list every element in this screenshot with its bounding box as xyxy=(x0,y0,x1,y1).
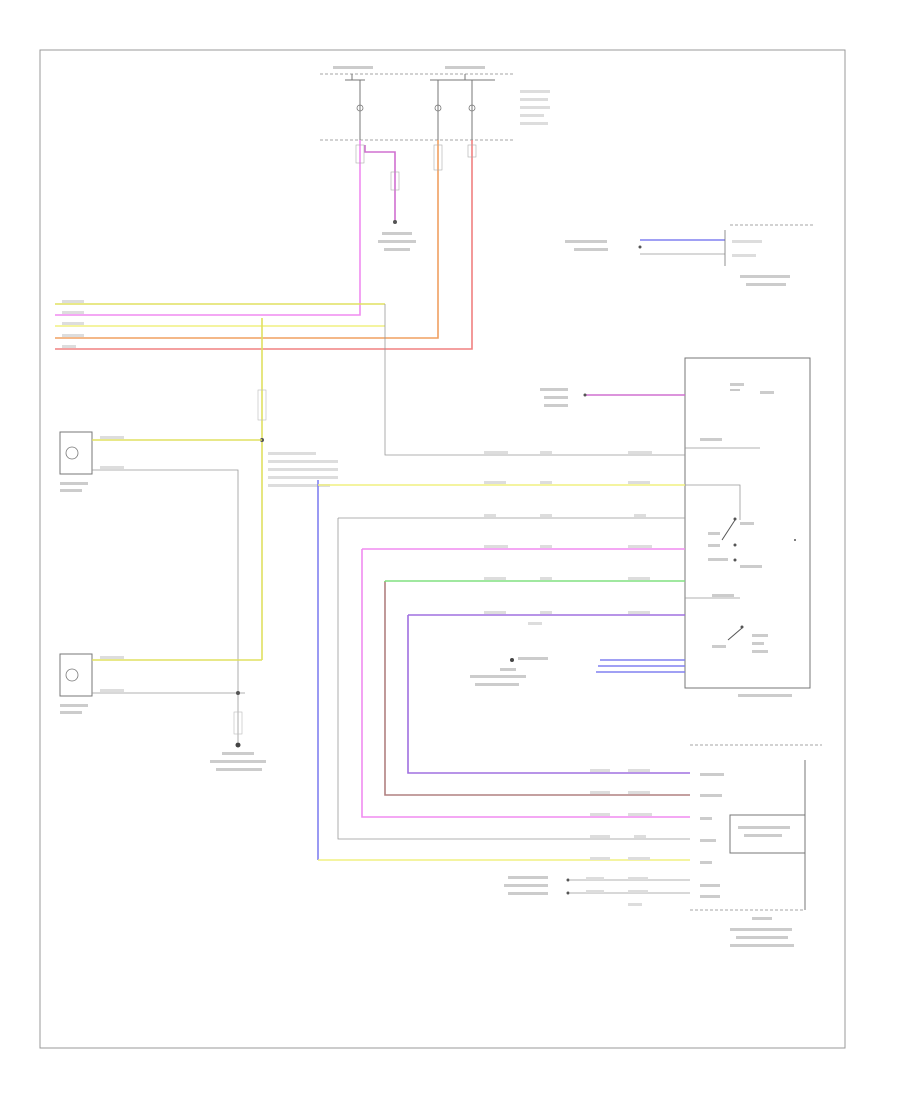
switch-icon xyxy=(727,627,743,641)
fuse-icon xyxy=(434,104,442,112)
connector-icon xyxy=(257,389,267,421)
connector-icon xyxy=(433,144,443,171)
ground-console xyxy=(470,657,685,686)
fuse-block-top xyxy=(320,66,550,141)
instrument-panel-cluster xyxy=(565,224,815,286)
connector-icon xyxy=(638,245,642,249)
connector-icon xyxy=(390,171,400,191)
cluster-bottom-connector xyxy=(504,876,690,906)
purple-wire-2 xyxy=(407,615,690,774)
headlamp-switch xyxy=(684,357,811,697)
fuse-icon xyxy=(356,104,364,112)
multifunction-switch xyxy=(690,744,822,947)
lamp-icon xyxy=(65,446,79,460)
magenta-wire-2 xyxy=(361,549,690,818)
splice-icon xyxy=(393,220,397,224)
connector-icon xyxy=(355,144,365,164)
feed-wire-orange xyxy=(55,140,439,339)
brown-wire xyxy=(384,581,690,796)
connector-icon xyxy=(794,539,796,541)
right-front-lamp xyxy=(59,431,262,693)
switch-icon xyxy=(721,519,736,541)
power-distribution-branch xyxy=(364,145,416,251)
feed-wire-red xyxy=(55,140,473,350)
gray-wire-3 xyxy=(337,518,690,840)
connector-icon xyxy=(583,393,587,397)
connector-icon xyxy=(233,711,243,735)
lamp-icon xyxy=(65,668,79,682)
fuse-icon xyxy=(468,104,476,112)
connector-icon xyxy=(566,891,570,895)
left-front-lamp xyxy=(59,653,262,714)
connector-icon xyxy=(566,878,570,882)
splice-icon xyxy=(236,691,240,695)
ground-icon xyxy=(510,658,514,662)
left-harness-bundle xyxy=(55,300,540,456)
ground-left xyxy=(210,691,266,771)
feed-wire-pink xyxy=(55,140,361,316)
ground-icon xyxy=(235,742,241,748)
diagram-frame xyxy=(39,49,846,1049)
connector-icon xyxy=(467,144,477,158)
